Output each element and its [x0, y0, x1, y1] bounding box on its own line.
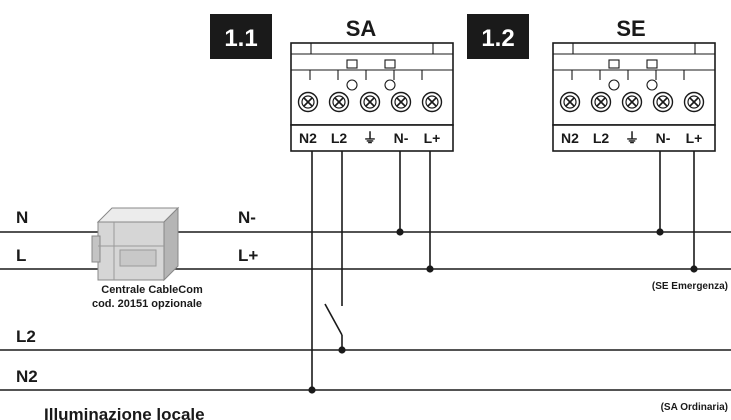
sa-terminal-l2: L2 [331, 130, 348, 146]
junction-dot [426, 265, 434, 273]
se-terminal-earth-icon: ⏚ [625, 130, 639, 146]
junction-dot [690, 265, 698, 273]
screw-icon [621, 91, 643, 113]
bus-label-n: N [16, 208, 28, 227]
module-se-badge-text: 1.2 [481, 25, 514, 52]
module-sa-badge [210, 14, 272, 59]
se-terminal-l2: L2 [593, 130, 610, 146]
bus-label-l: L [16, 246, 26, 265]
junction-dot [656, 228, 664, 236]
module-sa-screws [297, 91, 443, 113]
device-label-line2: cod. 20151 opzionale [92, 298, 202, 310]
screw-icon [559, 91, 581, 113]
junction-dot [308, 386, 316, 394]
screw-icon [359, 91, 381, 113]
sa-terminal-n2: N2 [299, 130, 317, 146]
cablecom-device [91, 206, 180, 282]
screw-icon [297, 91, 319, 113]
sa-terminal-l-plus: L+ [424, 130, 441, 146]
module-sa-badge-text: 1.1 [224, 25, 257, 52]
switch-blade [324, 303, 343, 336]
sa-terminal-n-minus: N- [394, 130, 409, 146]
bus-label-n-minus: N- [238, 208, 256, 227]
module-se-badge [467, 14, 529, 59]
note-se-emergenza: (SE Emergenza) [652, 281, 728, 292]
module-sa-title: SA [346, 16, 377, 41]
screw-icon [652, 91, 674, 113]
se-terminal-n-minus: N- [656, 130, 671, 146]
screw-icon [590, 91, 612, 113]
screw-icon [328, 91, 350, 113]
bus-label-l-plus: L+ [238, 246, 258, 265]
device-label-line1: Centrale CableCom [101, 284, 203, 296]
module-se-terminal-block [552, 42, 716, 152]
module-se-screws [559, 91, 705, 113]
junction-dot [338, 346, 346, 354]
screw-icon [683, 91, 705, 113]
junction-dot [396, 228, 404, 236]
bus-label-l2: L2 [16, 327, 36, 346]
screw-icon [390, 91, 412, 113]
caption-illuminazione-locale: Illuminazione locale [44, 405, 205, 420]
se-terminal-n2: N2 [561, 130, 579, 146]
module-se-title: SE [616, 16, 645, 41]
note-sa-ordinaria: (SA Ordinaria) [661, 402, 728, 413]
bus-label-n2: N2 [16, 367, 38, 386]
sa-terminal-earth-icon: ⏚ [363, 130, 377, 146]
screw-icon [421, 91, 443, 113]
se-terminal-l-plus: L+ [686, 130, 703, 146]
